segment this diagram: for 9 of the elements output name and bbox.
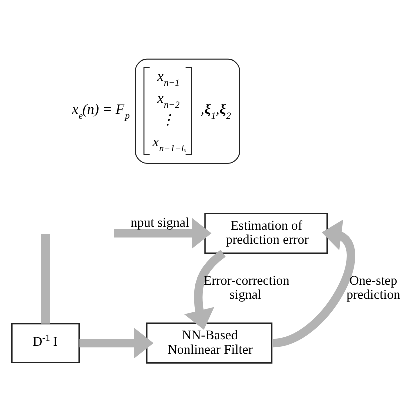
edge-label: Error-correction signal [204,272,290,302]
label: x$_{n−1}$ [157,69,180,90]
label: ,ξ$_{1}$,ξ$_{2}$ [201,102,232,122]
label: ⋮ [160,112,175,129]
label: x$_{n−2}$ [157,90,180,111]
edge-label: nput signal [130,215,190,230]
edge-label: One-step prediction [346,272,400,302]
label: x$_{e}$(n) = F$_{p}$ [72,102,130,122]
label: x$_{n−1−lₓ}$ [152,134,187,154]
